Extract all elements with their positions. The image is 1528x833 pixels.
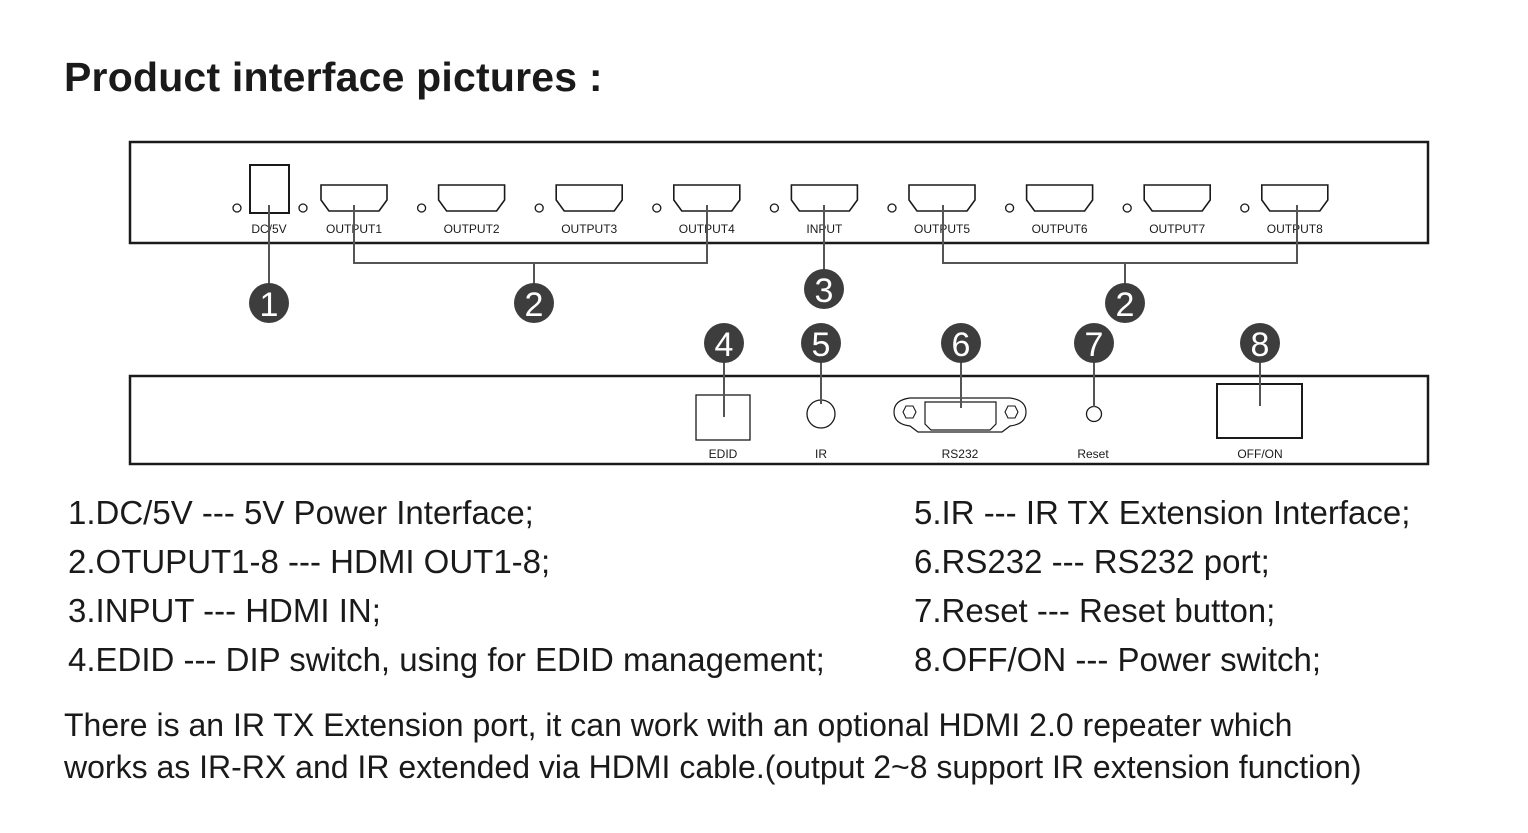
hdmi-port-output4: OUTPUT4 bbox=[652, 184, 741, 236]
hdmi-port-output6: OUTPUT6 bbox=[1004, 184, 1094, 236]
rear-panel-outline bbox=[128, 374, 1430, 466]
indicator-led bbox=[1004, 203, 1015, 213]
db9-connector-icon bbox=[893, 397, 1027, 433]
callout-number: 8 bbox=[1251, 326, 1270, 364]
callout-number: 5 bbox=[812, 326, 831, 364]
callout-number: 3 bbox=[815, 272, 834, 310]
legend-item-8: 8.OFF/ON --- Power switch; bbox=[914, 641, 1322, 678]
callout-badge bbox=[1105, 283, 1145, 323]
hdmi-connector-icon bbox=[320, 184, 388, 212]
rear-panel: EDID IR RS232 Reset OFF/ON bbox=[128, 323, 1430, 466]
port-label-output8: OUTPUT8 bbox=[1267, 222, 1323, 236]
note-line-1: There is an IR TX Extension port, it can… bbox=[64, 707, 1293, 743]
callout-4: 4 bbox=[704, 323, 744, 364]
callout-2a: 2 bbox=[514, 283, 554, 324]
callout-3: 3 bbox=[804, 269, 844, 310]
indicator-led bbox=[232, 203, 242, 213]
indicator-led bbox=[534, 203, 544, 213]
port-label-rs232: RS232 bbox=[942, 447, 979, 461]
callout-badge bbox=[249, 283, 289, 323]
legend-item-6: 6.RS232 --- RS232 port; bbox=[914, 543, 1270, 580]
callout-badge bbox=[941, 323, 981, 363]
callout-number: 7 bbox=[1085, 326, 1104, 364]
legend-left: 1.DC/5V --- 5V Power Interface; 2.OTUPUT… bbox=[68, 488, 825, 684]
callout-badge bbox=[514, 283, 554, 323]
front-panel-outline bbox=[128, 140, 1430, 245]
port-label-offon: OFF/ON bbox=[1237, 447, 1282, 461]
reset-port: Reset bbox=[1077, 405, 1109, 461]
port-label-output7: OUTPUT7 bbox=[1149, 222, 1205, 236]
legend-item-2: 2.OTUPUT1-8 --- HDMI OUT1-8; bbox=[68, 543, 551, 580]
callout-badge bbox=[1240, 323, 1280, 363]
callout-badge bbox=[804, 269, 844, 309]
legend-item-1: 1.DC/5V --- 5V Power Interface; bbox=[68, 494, 534, 531]
rs232-port: RS232 bbox=[893, 397, 1027, 461]
callout-number: 4 bbox=[715, 326, 734, 364]
callout-2b: 2 bbox=[1105, 283, 1145, 324]
hdmi-port-output8: OUTPUT8 bbox=[1240, 184, 1329, 236]
legend-item-3: 3.INPUT --- HDMI IN; bbox=[68, 592, 381, 629]
db9-inner-outline bbox=[924, 401, 997, 431]
callout-7: 7 bbox=[1074, 323, 1114, 364]
callout-number: 2 bbox=[1116, 286, 1135, 324]
port-label-output3: OUTPUT3 bbox=[561, 222, 617, 236]
callout-1: 1 bbox=[249, 283, 289, 324]
callout-number: 6 bbox=[952, 326, 971, 364]
hdmi-connector-icon bbox=[1025, 184, 1094, 212]
port-label-reset: Reset bbox=[1077, 447, 1109, 461]
legend-item-4: 4.EDID --- DIP switch, using for EDID ma… bbox=[68, 641, 825, 678]
port-label-output2: OUTPUT2 bbox=[444, 222, 500, 236]
hdmi-connector-icon bbox=[1261, 184, 1329, 212]
indicator-led bbox=[769, 203, 780, 213]
indicator-led bbox=[887, 203, 897, 213]
callout-5: 5 bbox=[801, 323, 841, 364]
screw-hex-right bbox=[1004, 405, 1019, 419]
hdmi-connector-icon bbox=[437, 184, 506, 212]
hdmi-port-output5: OUTPUT5 bbox=[887, 184, 976, 236]
callout-badge bbox=[1074, 323, 1114, 363]
callout-badge bbox=[704, 323, 744, 363]
port-label-ir: IR bbox=[815, 447, 827, 461]
rear-leaders bbox=[723, 356, 1261, 417]
note-line-2: works as IR-RX and IR extended via HDMI … bbox=[64, 749, 1362, 785]
callout-6: 6 bbox=[941, 323, 981, 364]
reset-button-icon bbox=[1085, 405, 1103, 423]
front-leaders bbox=[268, 205, 1298, 290]
ir-port: IR bbox=[806, 399, 836, 461]
legend-item-7: 7.Reset --- Reset button; bbox=[914, 592, 1276, 629]
ir-extension-note: There is an IR TX Extension port, it can… bbox=[64, 704, 1362, 788]
hdmi-port-output3: OUTPUT3 bbox=[534, 184, 623, 236]
hdmi-connector-icon bbox=[673, 184, 741, 212]
hdmi-connector-icon bbox=[908, 184, 976, 212]
screw-hex-left bbox=[902, 405, 917, 419]
leader-bracket-2b bbox=[942, 205, 1298, 264]
hdmi-port-output7: OUTPUT7 bbox=[1122, 184, 1211, 236]
hdmi-connector-icon bbox=[790, 184, 859, 212]
callout-number: 1 bbox=[260, 286, 279, 324]
indicator-led bbox=[298, 203, 308, 213]
ir-jack-icon bbox=[806, 399, 836, 429]
callout-8: 8 bbox=[1240, 323, 1280, 364]
legend-item-5: 5.IR --- IR TX Extension Interface; bbox=[914, 494, 1411, 531]
indicator-led bbox=[1240, 203, 1250, 213]
legend-right: 5.IR --- IR TX Extension Interface; 6.RS… bbox=[914, 488, 1410, 684]
leader-bracket-2a bbox=[353, 205, 708, 264]
hdmi-port-output2: OUTPUT2 bbox=[416, 184, 506, 236]
indicator-led bbox=[416, 203, 427, 213]
port-label-edid: EDID bbox=[709, 447, 738, 461]
hdmi-connector-icon bbox=[1143, 184, 1211, 212]
callout-number: 2 bbox=[525, 286, 544, 324]
indicator-led bbox=[652, 203, 662, 213]
page-title: Product interface pictures : bbox=[64, 54, 603, 100]
callout-badge bbox=[801, 323, 841, 363]
indicator-led bbox=[1122, 203, 1132, 213]
hdmi-connector-icon bbox=[555, 184, 623, 212]
hdmi-port-input: INPUT bbox=[769, 184, 859, 236]
port-label-output6: OUTPUT6 bbox=[1032, 222, 1088, 236]
